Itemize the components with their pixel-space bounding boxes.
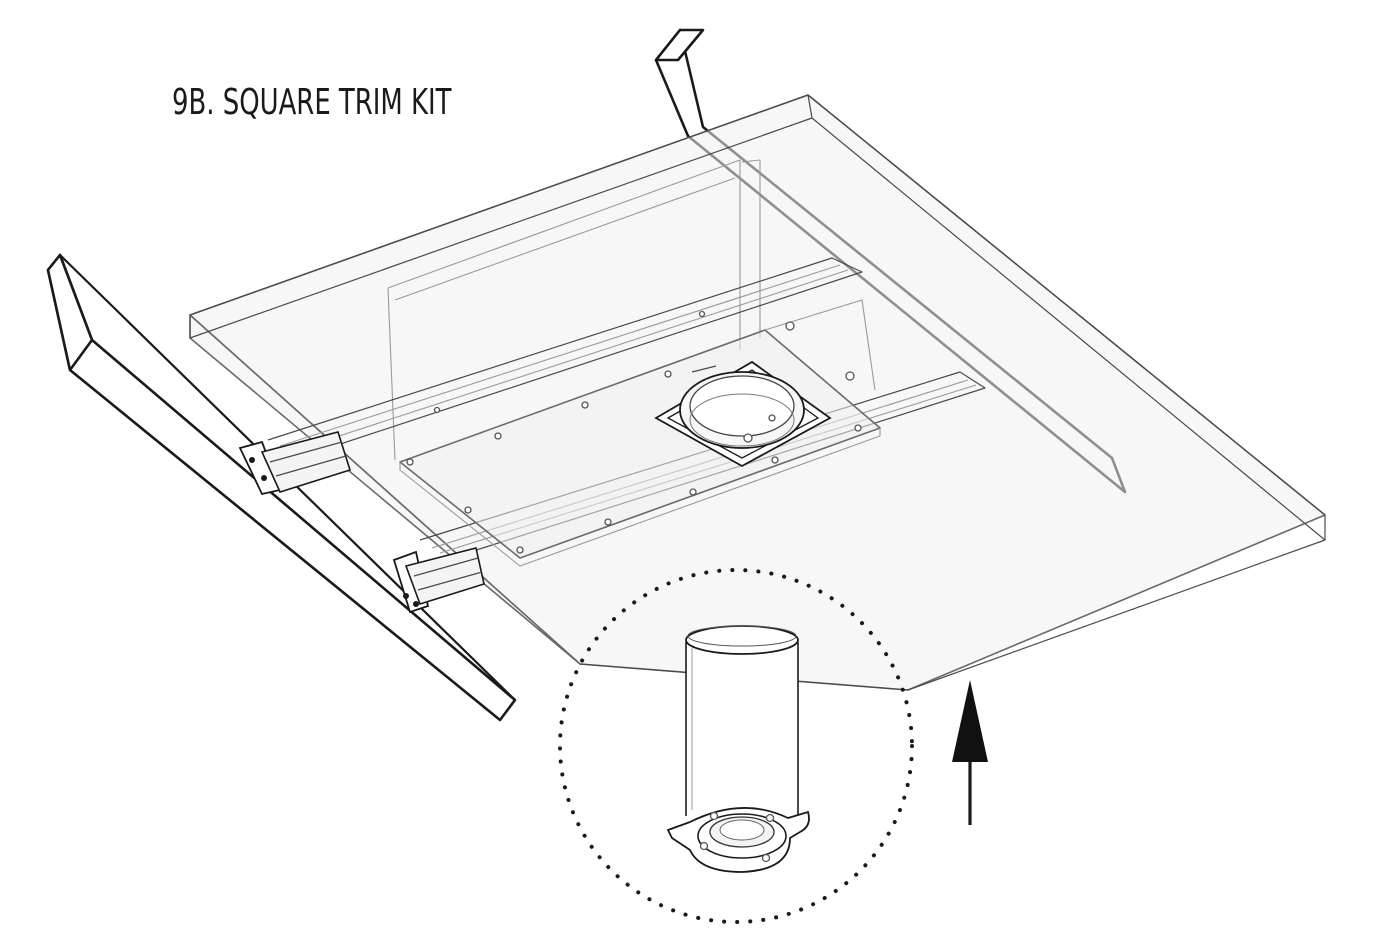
square-trim-ring [654,360,832,468]
bracket-clip-lower [392,547,485,614]
bracket-clip-upper [238,431,352,496]
step-title: 9B. SQUARE TRIM KIT [172,82,452,123]
cylinder-housing-detail [666,625,810,873]
dotted-circle-detail [558,568,914,924]
up-arrow-icon [952,680,988,825]
fixture-housing [387,159,761,461]
